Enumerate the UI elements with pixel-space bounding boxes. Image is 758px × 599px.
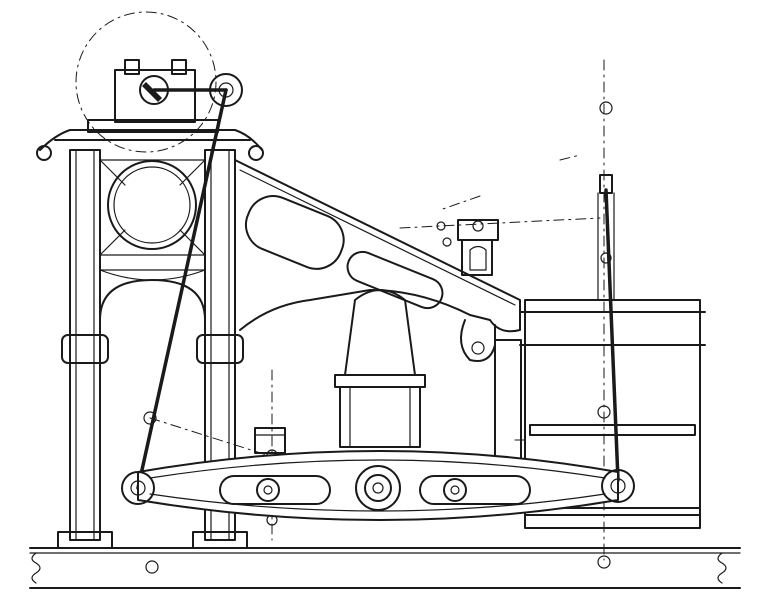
frame-column-left (57, 149, 113, 549)
base-bed (29, 547, 741, 589)
pump-pedestal (334, 289, 426, 448)
beam-center-pivot (355, 465, 401, 511)
piston-rod (597, 101, 620, 482)
frame-entablature (36, 119, 264, 321)
crank-wheel (75, 11, 217, 153)
round-window (107, 160, 197, 250)
upper-bearing-block (114, 59, 243, 123)
connecting-rod (136, 88, 271, 490)
center-lines (439, 154, 581, 441)
frame-column-right (192, 149, 248, 549)
bracket-arm (234, 159, 521, 362)
small-valve-box (399, 217, 601, 276)
